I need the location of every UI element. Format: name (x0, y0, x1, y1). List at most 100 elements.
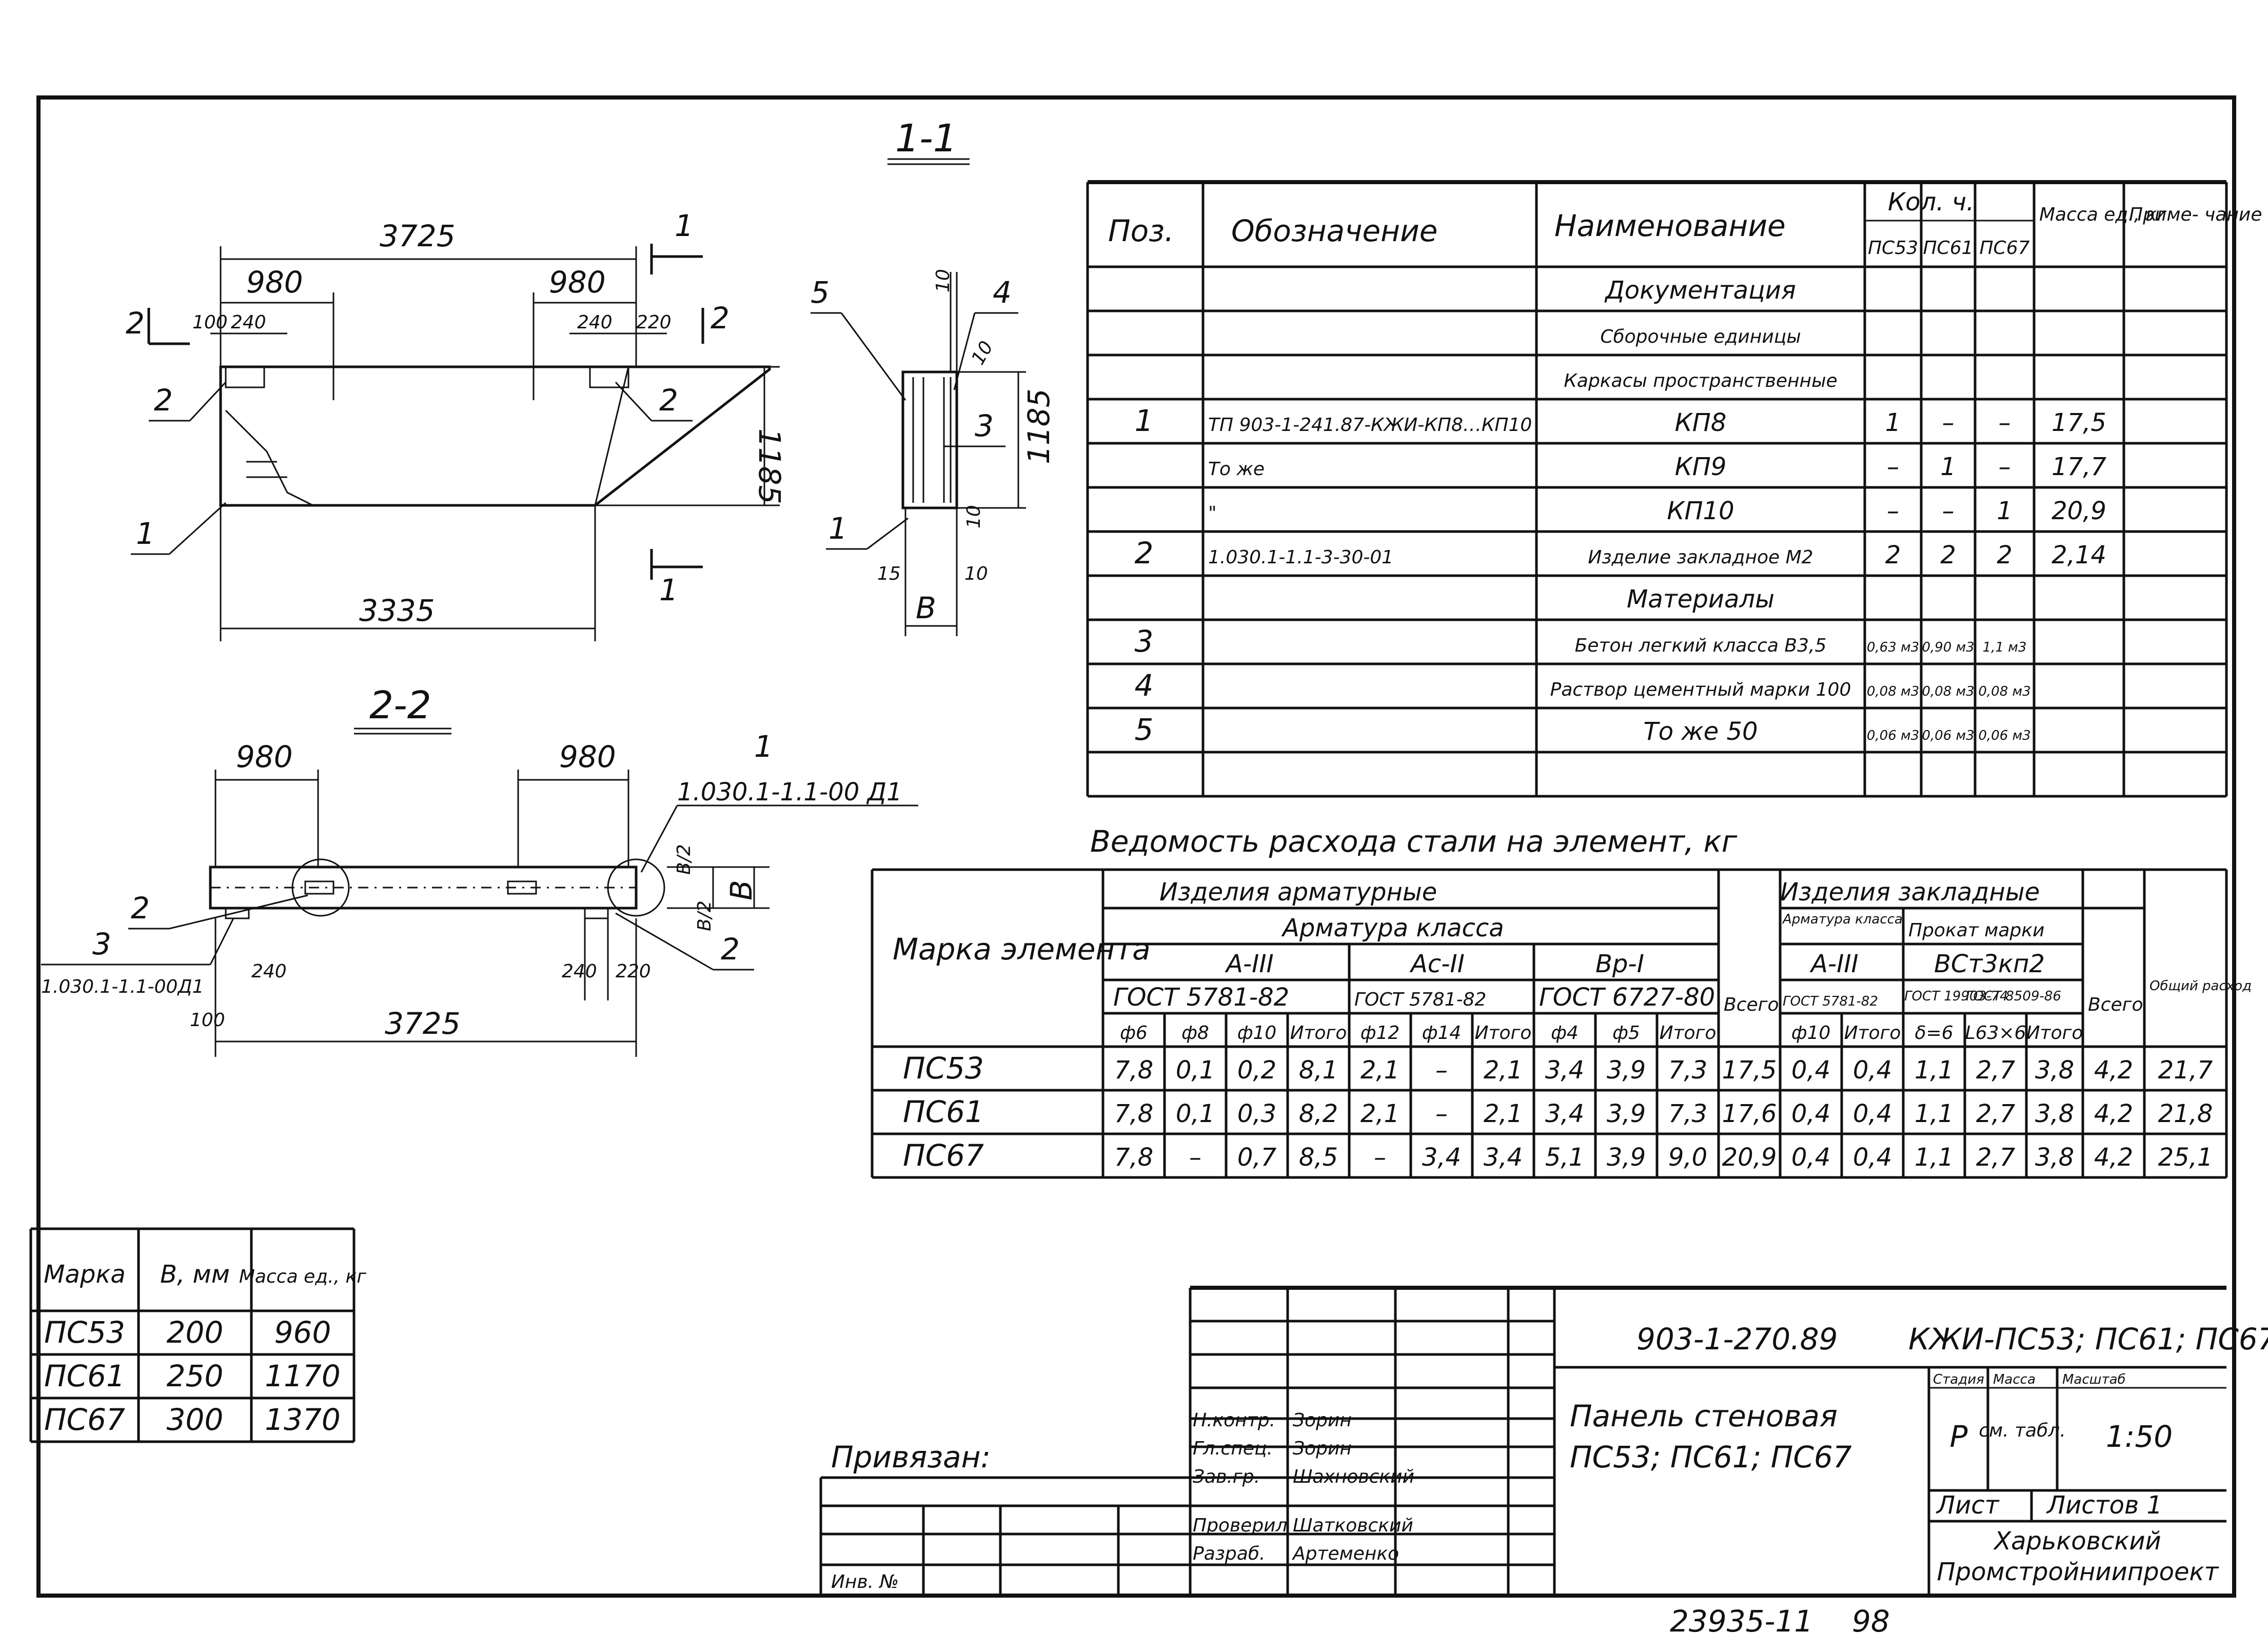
spec-qty: 1,1 м3 (1983, 640, 2027, 655)
steel-cell: 2,1 (1360, 1099, 1399, 1128)
spec-qty: 2 (1997, 541, 2013, 569)
spec-header-qty-1: ПС61 (1923, 238, 1973, 259)
mass-value: см. табл. (1979, 1420, 2066, 1441)
marks-cell: ПС67 (44, 1402, 125, 1437)
steel-cell: 7,3 (1668, 1099, 1707, 1128)
steel-subcol: Итого (1475, 1023, 1532, 1044)
spec-header-qty-2: ПС67 (1979, 238, 2029, 259)
spec-qty: 0,06 м3 (1867, 728, 1919, 743)
spec-qty: – (1887, 497, 1899, 525)
spec-qty: 0,08 м3 (1978, 684, 2030, 699)
dim22-980-left: 980 (236, 739, 293, 774)
callout22-1: 1 (754, 729, 773, 764)
spec-qty: 1 (1940, 453, 1956, 481)
steel-header-gost2: ГОСТ 5781-82 (1354, 989, 1486, 1010)
side-callout-5: 5 (811, 275, 830, 310)
marks-cell: 1370 (265, 1402, 341, 1437)
spec-designation: 1.030.1-1.1-3-30-01 (1208, 547, 1393, 568)
steel-subcol: ф5 (1612, 1023, 1640, 1044)
spec-qty: – (1999, 453, 2011, 481)
dim22-240-left: 240 (251, 961, 287, 982)
marks-header-b: В, мм (160, 1260, 230, 1289)
steel-cell: 0,4 (1853, 1143, 1892, 1172)
stage-header: Стадия (1933, 1372, 1984, 1387)
steel-subcol: Итого (2026, 1023, 2083, 1044)
spec-header-qty-0: ПС53 (1868, 238, 1918, 259)
marks-cell: 300 (167, 1402, 224, 1437)
steel-cell: 8,1 (1299, 1056, 1338, 1085)
steel-subcol: ф10 (1791, 1023, 1831, 1044)
section-2-2-title: 2-2 (369, 683, 431, 728)
callout22-2-right: 2 (721, 932, 740, 967)
detail-circle-right (607, 858, 665, 917)
steel-cell: 7,8 (1114, 1056, 1153, 1085)
steel-cell: 3,8 (2035, 1143, 2074, 1172)
steel-subcol: ф10 (1237, 1023, 1277, 1044)
signer-4: Артеменко (1292, 1543, 1399, 1564)
scale-value: 1:50 (2106, 1419, 2173, 1454)
dim22-240-right: 240 (562, 961, 597, 982)
steel-cell: 3,8 (2035, 1099, 2074, 1128)
marks-cell: 960 (274, 1315, 331, 1350)
marks-header-mass: Масса ед., кг (239, 1266, 367, 1287)
steel-cell: – (1435, 1099, 1448, 1128)
dim22-b-half-bottom: B/2 (694, 900, 715, 931)
side-callout-4: 4 (993, 275, 1012, 310)
callout-1: 1 (136, 516, 155, 551)
role-3: Проверил (1193, 1515, 1288, 1536)
spec-mass: 17,7 (2052, 453, 2106, 481)
steel-cell: 2,1 (1484, 1056, 1523, 1085)
signer-2: Шахновский (1293, 1466, 1414, 1487)
steel-header-general: Общий расход (2149, 978, 2252, 994)
spec-qty: 0,08 м3 (1867, 684, 1919, 699)
dim22-220: 220 (616, 961, 651, 982)
steel-cell: – (1374, 1143, 1386, 1172)
steel-header-zakl: Изделия закладные (1780, 878, 2040, 907)
steel-cell: 0,4 (1791, 1099, 1830, 1128)
spec-pos: 5 (1135, 712, 1154, 747)
embedded-part-right (589, 366, 629, 388)
steel-header-mark: Марка элемента (893, 932, 1151, 967)
spec-qty: 0,90 м3 (1922, 640, 1974, 655)
spec-name: КП10 (1667, 497, 1734, 525)
side-dim-15: 15 (877, 563, 901, 584)
org-line-1: Харьковский (1993, 1527, 2161, 1556)
dim22-980-right: 980 (559, 739, 616, 774)
steel-cell: 0,7 (1237, 1143, 1277, 1172)
side-panel-outline (901, 370, 958, 509)
steel-header-bp1: Вр-I (1595, 950, 1644, 978)
dim-3335: 3335 (359, 593, 435, 628)
spec-qty: – (1999, 408, 2011, 437)
marks-cell: 200 (167, 1315, 224, 1350)
view-1-1: 3725 980 980 100 240 240 220 2 2 1 1 118… (126, 208, 787, 641)
steel-subcol: ф12 (1360, 1023, 1400, 1044)
dim22-b: B (724, 880, 759, 900)
steel-header-vst: ВСт3кп2 (1934, 950, 2045, 978)
steel-cell: 4,2 (2094, 1143, 2133, 1172)
steel-header-ac2: Ас-II (1409, 950, 1465, 978)
steel-header-arm: Изделия арматурные (1159, 878, 1437, 907)
steel-subcol: ф4 (1551, 1023, 1579, 1044)
steel-cell: 21,8 (2158, 1099, 2213, 1128)
steel-cell: 1,1 (1915, 1099, 1954, 1128)
signer-3: Шатковский (1293, 1515, 1413, 1536)
steel-cell: 20,9 (1722, 1143, 1777, 1172)
side-dim-10-top: 10 (933, 269, 954, 292)
cut-mark-1-bottom: 1 (659, 573, 678, 607)
dim-240-right: 240 (577, 312, 613, 333)
embedded-part-left (225, 366, 265, 388)
spec-name: Материалы (1627, 585, 1774, 614)
spec-header-qty: Кол. ч. (1888, 188, 1974, 217)
spec-header-note: Приме- чание (2129, 204, 2262, 225)
spec-header-name: Наименование (1554, 208, 1786, 243)
steel-cell: 3,4 (1422, 1143, 1461, 1172)
steel-cell: 0,2 (1237, 1056, 1276, 1085)
steel-subcol: ф14 (1422, 1023, 1462, 1044)
doc-mark: КЖИ-ПС53; ПС61; ПС67 (1908, 1322, 2268, 1357)
inv-label: Инв. № (831, 1571, 899, 1593)
ref22-right: 1.030.1-1.1-00 Д1 (677, 778, 902, 807)
spec-qty: 2 (1885, 541, 1901, 569)
